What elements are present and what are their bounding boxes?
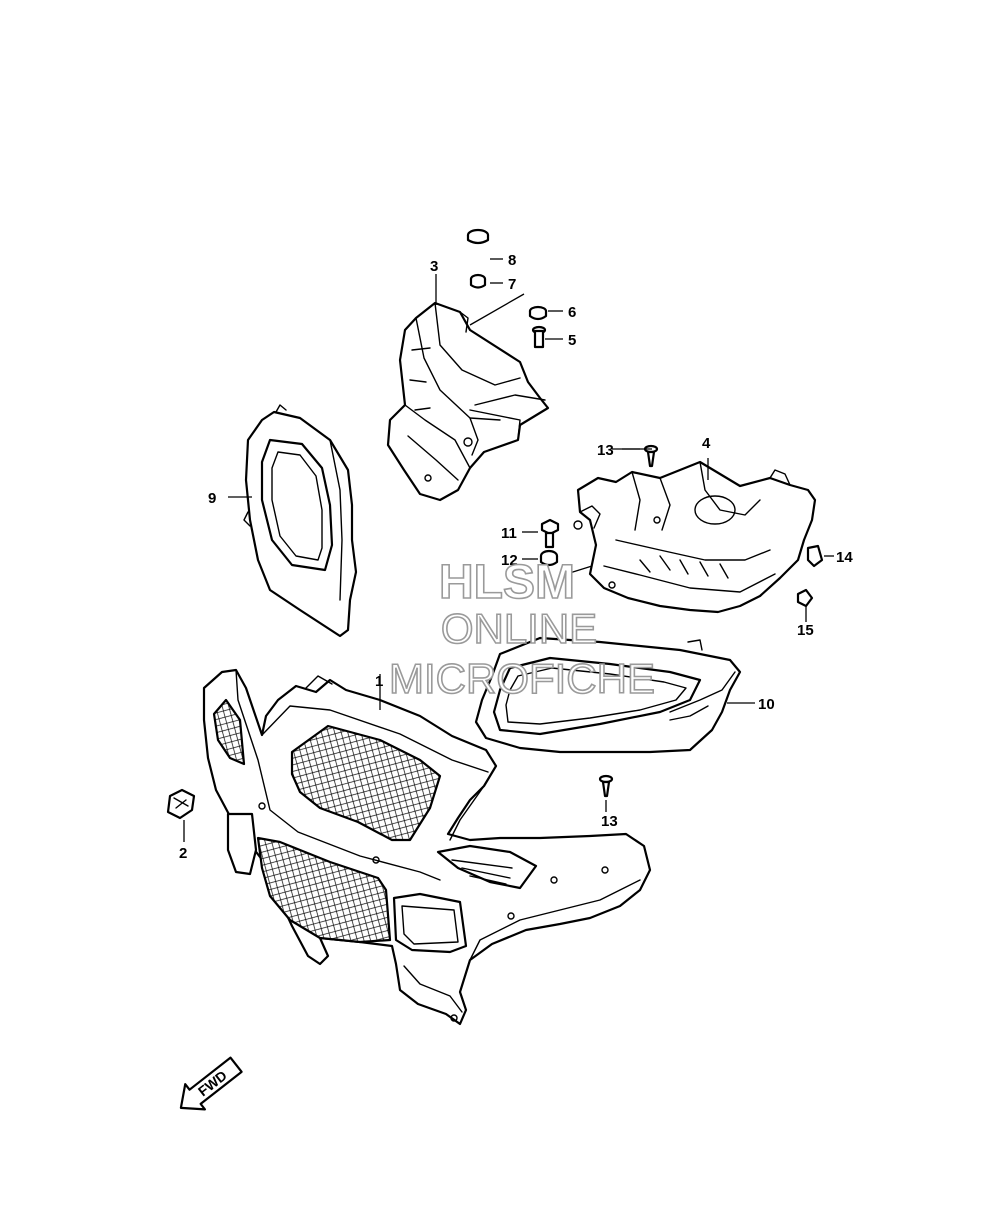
- watermark: HLSM ONLINE MICROFICHE: [388, 555, 656, 703]
- callout-2: 2: [179, 845, 187, 862]
- watermark-line-3: MICROFICHE: [389, 655, 655, 702]
- callout-14: 14: [836, 549, 853, 566]
- forward-direction-arrow: FWD: [179, 1056, 243, 1111]
- callout-5: 5: [568, 332, 576, 349]
- callout-13-lower: 13: [601, 813, 618, 830]
- callout-12: 12: [501, 552, 518, 569]
- emblem-part-2: [166, 788, 196, 820]
- callout-1: 1: [375, 673, 383, 690]
- watermark-line-1: HLSM: [439, 556, 575, 609]
- callout-6: 6: [568, 304, 576, 321]
- headlight-bezel-part-10: [474, 636, 742, 754]
- callout-3: 3: [430, 258, 438, 275]
- callout-10: 10: [758, 696, 775, 713]
- callout-15: 15: [797, 622, 814, 639]
- callout-4: 4: [702, 435, 711, 452]
- headlight-bracket-part-4: [573, 460, 817, 614]
- front-fender-part-1: [202, 668, 652, 1026]
- callout-8: 8: [508, 252, 516, 269]
- fwd-arrow-icon: [179, 1056, 243, 1111]
- watermark-line-2: ONLINE: [441, 605, 597, 652]
- hardware: [466, 228, 824, 798]
- headlight-housing-part-3: [386, 301, 550, 502]
- leader-lines: [183, 258, 834, 842]
- callout-11: 11: [501, 525, 517, 542]
- callout-13-upper: 13: [597, 442, 614, 459]
- callout-7: 7: [508, 276, 516, 293]
- callout-9: 9: [208, 490, 216, 507]
- headlight-bezel-part-9: [243, 404, 358, 638]
- callout-labels: 1 2 3 4 5 6 7 8 9 10 11 12 13 13 14 15: [179, 252, 853, 862]
